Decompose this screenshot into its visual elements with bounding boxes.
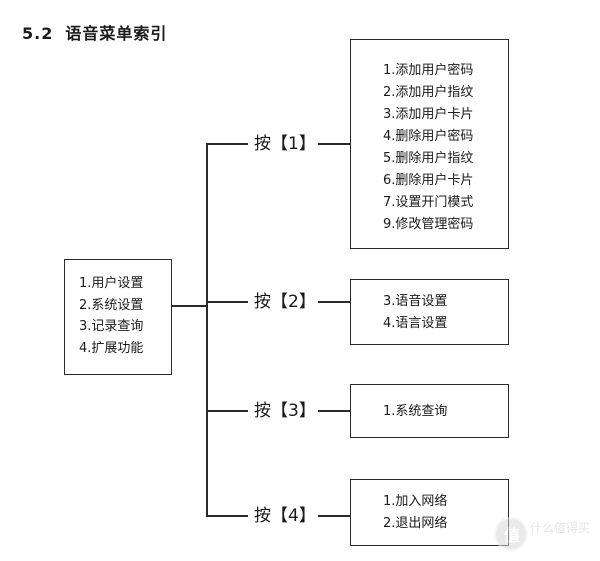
section-title: 语音菜单索引 [65, 24, 168, 43]
key-connector-3 [318, 410, 351, 412]
submenu-item: 4.语言设置 [383, 316, 448, 331]
submenu-item: 5.删除用户指纹 [383, 151, 474, 166]
key-label-2: 按【2】 [254, 292, 316, 312]
submenu-item: 2.添加用户指纹 [383, 85, 474, 100]
key-connector-1 [318, 143, 351, 145]
submenu-item: 1.加入网络 [383, 494, 448, 509]
branch-line-3 [206, 410, 248, 412]
watermark-text: 什么值得买 [530, 521, 591, 535]
root-menu-box: 1.用户设置 2.系统设置 3.记录查询 4.扩展功能 [64, 259, 172, 375]
key-label-4: 按【4】 [254, 506, 316, 526]
branch-line-1 [206, 143, 248, 145]
root-item: 3.记录查询 [79, 319, 144, 334]
branch-line-4 [206, 515, 248, 517]
submenu-box-4: 1.加入网络 2.退出网络 [350, 479, 509, 546]
submenu-box-1: 1.添加用户密码 2.添加用户指纹 3.添加用户卡片 4.删除用户密码 5.删除… [350, 39, 509, 249]
key-label-3: 按【3】 [254, 401, 316, 421]
submenu-box-3: 1.系统查询 [350, 384, 509, 438]
watermark-logo-icon: 值 [494, 517, 528, 551]
submenu-box-2: 3.语音设置 4.语言设置 [350, 279, 509, 345]
root-item: 2.系统设置 [79, 297, 144, 313]
key-connector-4 [318, 515, 351, 517]
key-connector-2 [318, 301, 351, 303]
section-heading: 5.2 语音菜单索引 [22, 20, 167, 44]
submenu-item: 1.添加用户密码 [383, 63, 474, 78]
submenu-item: 6.删除用户卡片 [383, 173, 474, 188]
submenu-item: 7.设置开门模式 [383, 195, 474, 210]
submenu-item: 2.退出网络 [383, 516, 448, 531]
submenu-item: 3.语音设置 [383, 294, 448, 309]
submenu-item: 4.删除用户密码 [383, 129, 474, 144]
key-label-1: 按【1】 [254, 134, 316, 154]
root-item: 4.扩展功能 [79, 340, 144, 356]
root-item: 1.用户设置 [79, 276, 144, 291]
watermark: 值 什么值得买 [494, 513, 594, 553]
section-number: 5.2 [22, 24, 54, 43]
branch-line-2 [206, 301, 248, 303]
submenu-item: 3.添加用户卡片 [383, 107, 474, 122]
root-connector [172, 305, 207, 307]
submenu-item: 9.修改管理密码 [383, 217, 474, 232]
trunk-line [206, 143, 208, 516]
submenu-item: 1.系统查询 [383, 404, 448, 419]
